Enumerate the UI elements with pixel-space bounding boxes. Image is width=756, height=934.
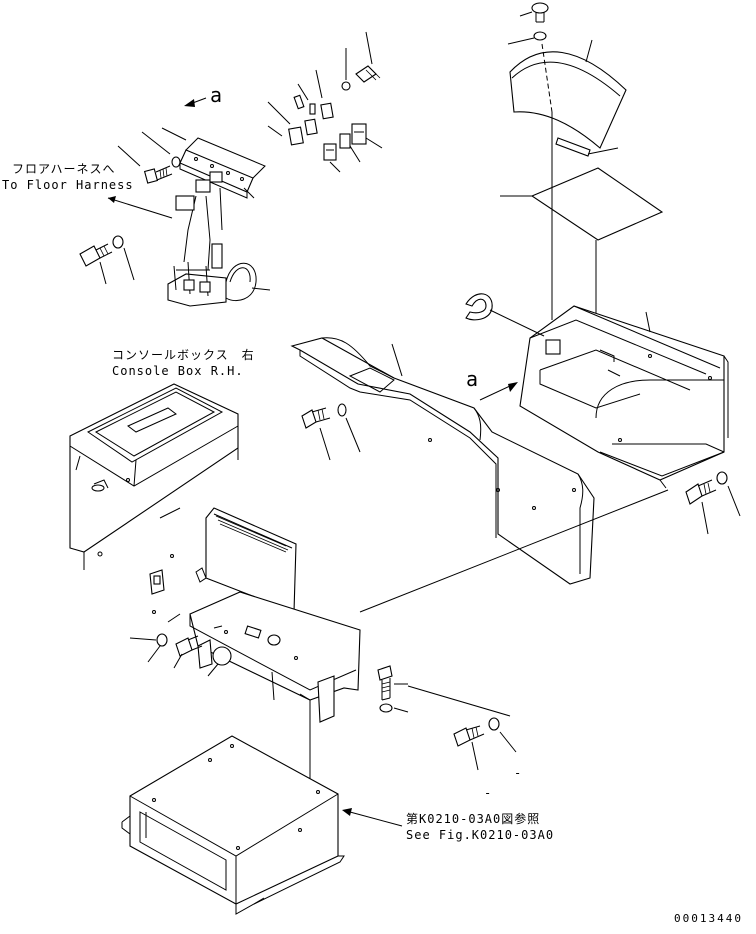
floor-harness-label-jp: フロアハーネスへ [12,162,116,176]
bolt [301,407,331,429]
clip [545,339,561,355]
washer [112,235,124,249]
bolt [175,635,203,657]
flange [317,675,335,723]
slot [555,137,591,157]
switch [244,625,262,639]
bolt [685,479,717,505]
relay [323,143,337,161]
washer [716,471,728,485]
washer [488,717,500,731]
connector [195,179,211,193]
washer [341,81,351,91]
relay [339,133,351,149]
washer [533,31,547,41]
front-cover-assembly [129,471,741,800]
floor-harness-label-en: To Floor Harness [2,178,134,192]
drawing-number: 00013440 [674,912,743,925]
bolt [143,165,173,184]
connector [320,102,334,120]
console-box-rh [69,383,239,570]
console-box-label-en: Console Box R.H. [112,364,244,378]
connector [175,195,195,211]
relay [351,123,367,145]
front-cover [205,507,297,613]
connector [304,118,318,136]
fuse [293,94,305,110]
washer [156,633,168,647]
harness-clamp-block [167,273,227,307]
view-a-label-top: a [210,83,224,107]
washer [337,403,347,417]
connector [209,171,223,183]
see-fig-label-en: See Fig.K0210-03A0 [406,828,555,842]
console-box-label-jp: コンソールボックス 右 [112,348,255,362]
bolt [377,665,393,701]
harness-loop [225,262,257,302]
dash-mark: - [514,766,523,780]
connector [288,126,304,146]
bolt [79,243,113,267]
bolt [453,725,485,747]
fuse [309,103,316,115]
rubber-sheet [530,167,664,241]
see-fig-label-jp: 第K0210-03A0図参照 [406,812,541,826]
dash-mark-2: - [484,786,493,800]
screw [531,2,549,23]
lamp [267,634,281,646]
switch-assy [149,569,165,595]
cover-assembly [500,2,664,390]
plug [212,646,232,666]
console-tray [465,293,729,489]
harness-bracket-assembly [79,31,383,307]
bolt [355,65,381,83]
cover-plate [509,51,627,149]
washer [171,156,181,168]
controller-box [121,735,403,915]
washer [379,703,393,713]
magnet [465,293,493,321]
flange [197,639,213,669]
side-panel [290,337,595,585]
view-a-label-mid: a [466,367,480,391]
